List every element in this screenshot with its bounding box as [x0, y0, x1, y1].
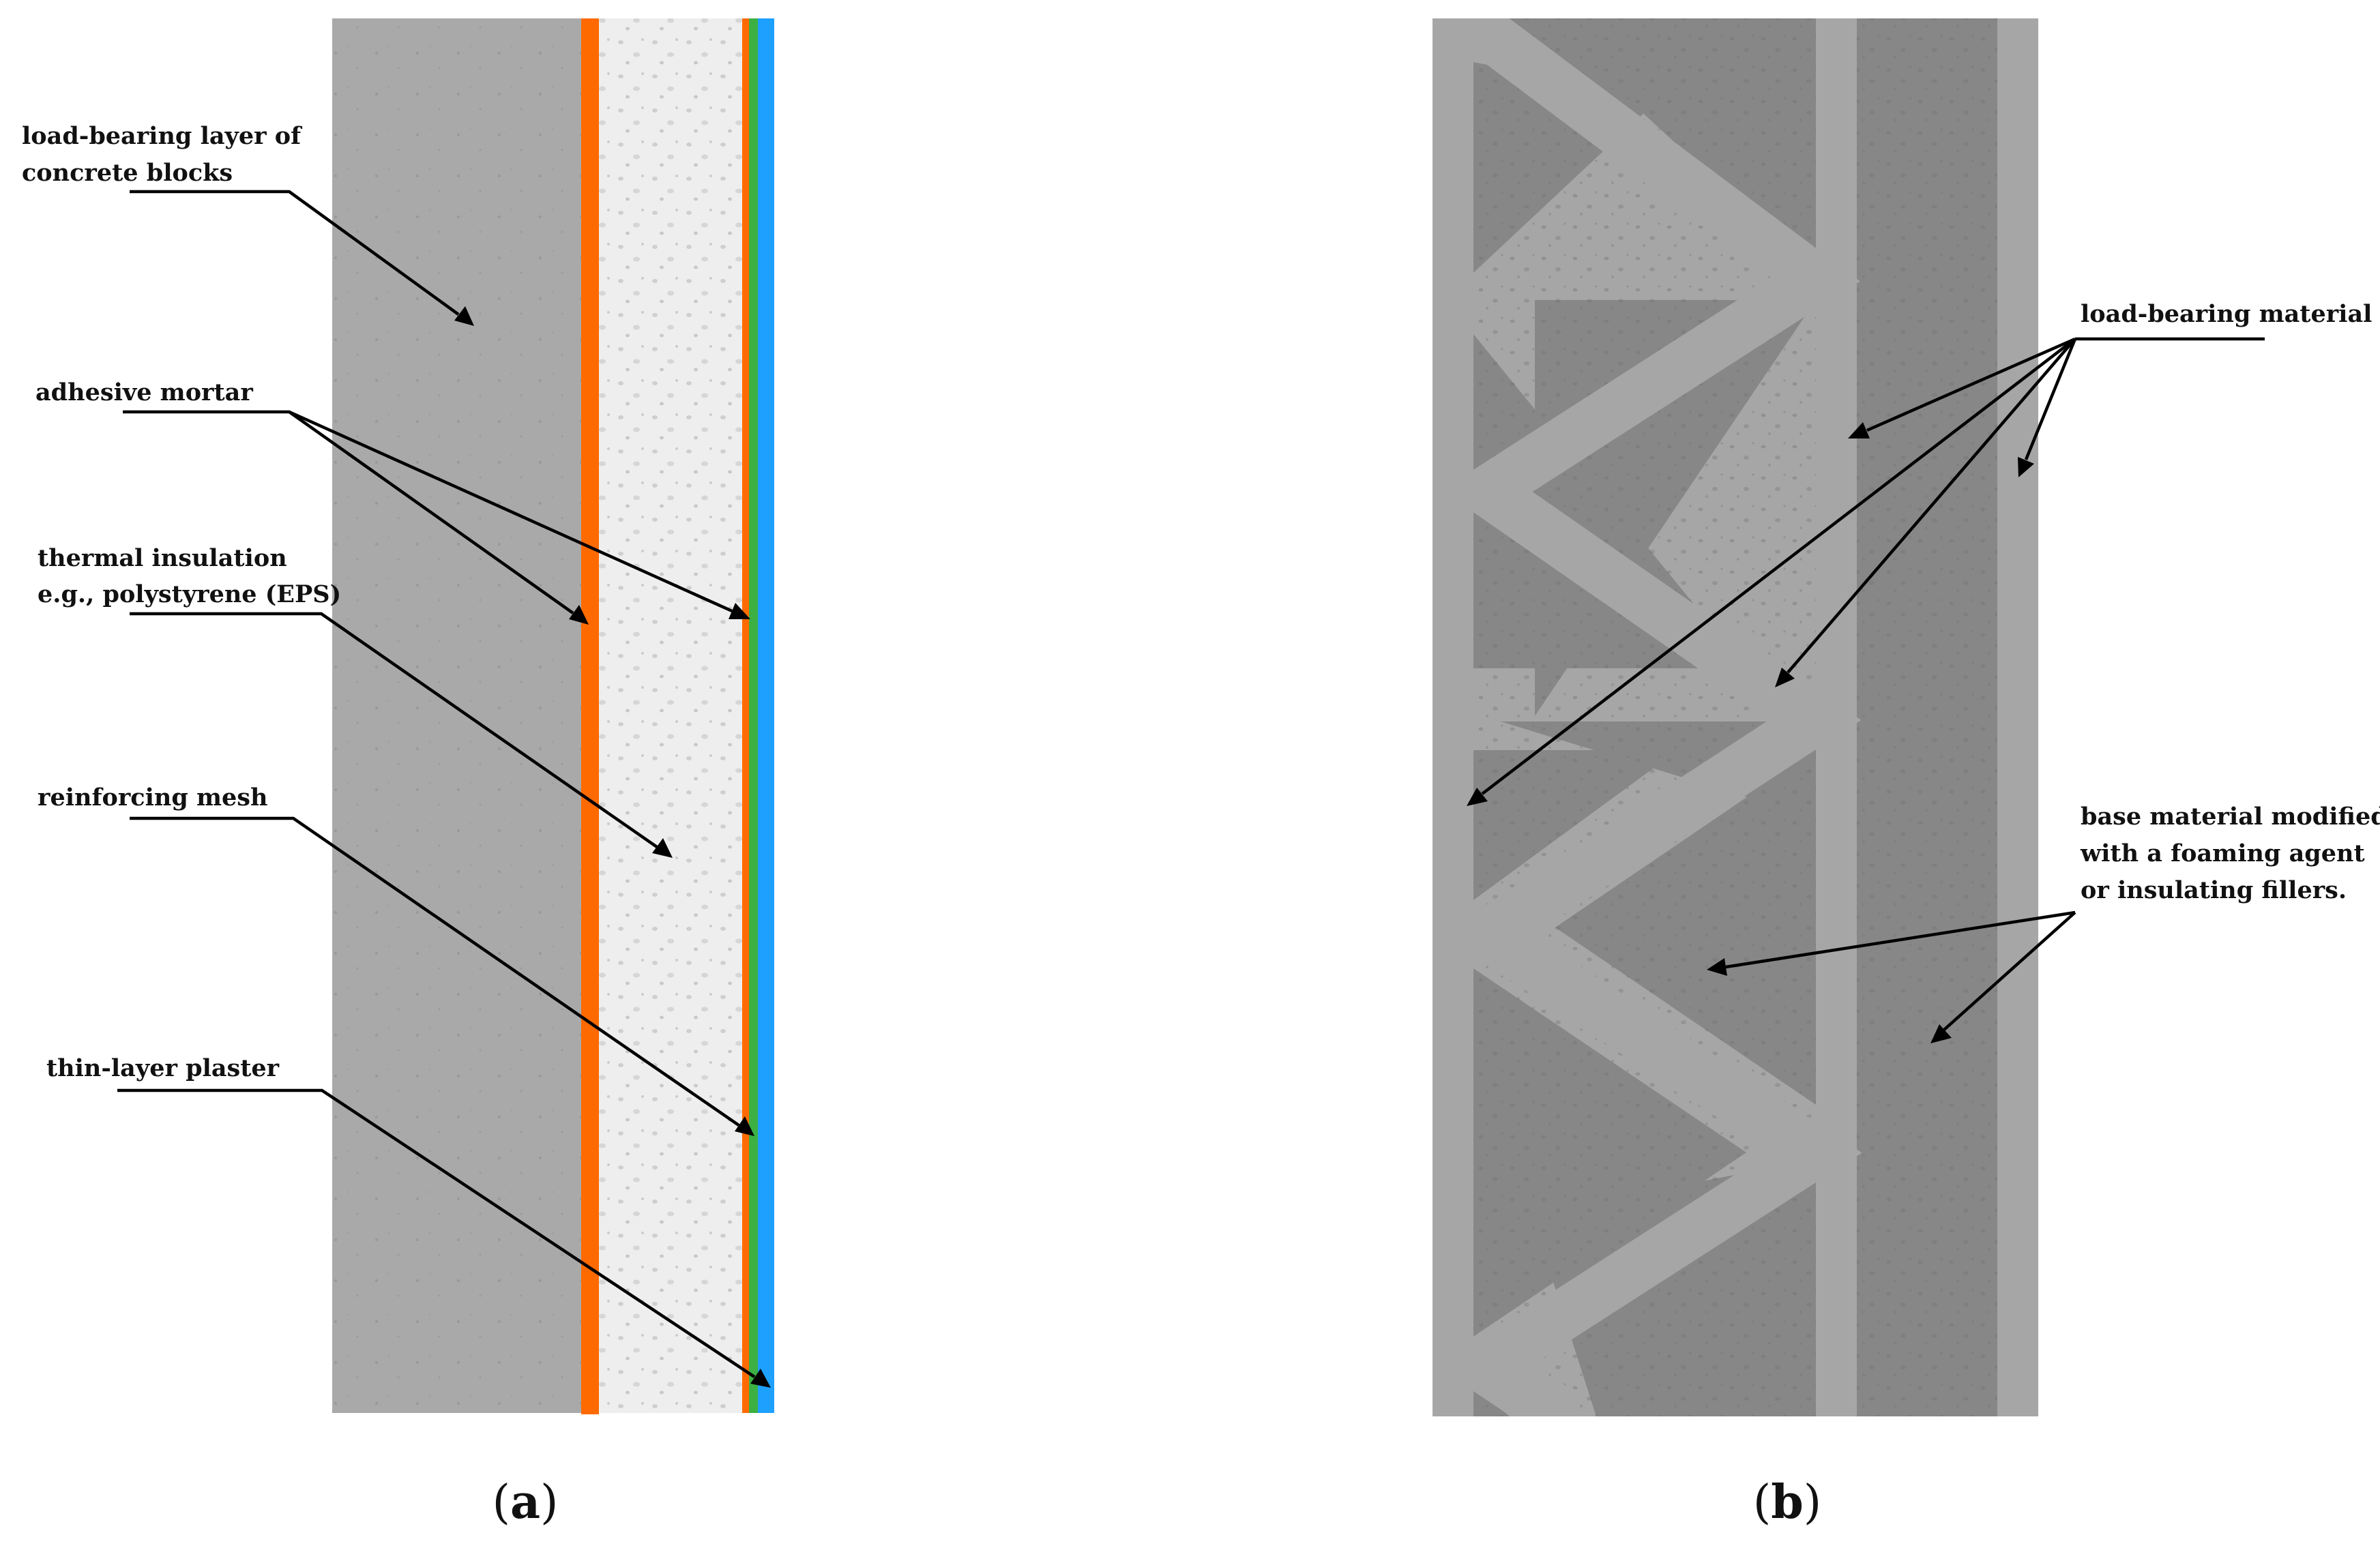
leader-load-bearing-middle-rib — [1866, 337, 2076, 432]
panel-b: load-bearing material base material modi… — [1433, 18, 2380, 1530]
arrowhead-thermal-insulation — [652, 838, 673, 858]
adhesive-mortar-layer-outer — [742, 18, 749, 1413]
leader-load-bearing-left-edge — [1481, 338, 2076, 795]
label-base-material-line3: or insulating fillers. — [2081, 876, 2347, 904]
arrowhead-reinforcing-mesh — [735, 1116, 754, 1136]
arrowhead-adhesive-mortar-inner — [569, 605, 589, 625]
leader-thermal-insulation — [130, 612, 658, 848]
label-base-material-line1: base material modified — [2081, 803, 2380, 831]
label-adhesive-mortar: adhesive mortar — [35, 378, 253, 406]
load-bearing-rib-middle — [1816, 18, 1857, 1416]
leader-reinforcing-mesh — [130, 816, 740, 1127]
leader-thin-layer-plaster — [117, 1088, 756, 1378]
label-thin-layer-plaster: thin-layer plaster — [46, 1054, 280, 1082]
plaster-layer — [758, 18, 774, 1413]
label-base-material-line2: with a foaming agent — [2080, 839, 2365, 867]
insulation-texture — [599, 18, 742, 1413]
load-bearing-edge-right — [1997, 18, 2038, 1416]
load-bearing-edge-left — [1433, 18, 1473, 1416]
leader-load-bearing-right-edge — [2024, 338, 2077, 460]
label-thermal-insulation-line2: e.g., polystyrene (EPS) — [38, 580, 341, 608]
leader-adhesive-mortar-outer — [289, 410, 733, 613]
label-thermal-insulation-line1: thermal insulation — [38, 544, 287, 572]
caption-a: (a) — [492, 1475, 558, 1530]
leader-base-material-triangle — [1725, 910, 2076, 969]
label-load-bearing-material: load-bearing material — [2081, 300, 2372, 328]
leader-load-bearing — [130, 190, 460, 316]
label-reinforcing-mesh: reinforcing mesh — [38, 784, 267, 812]
arrowhead-adhesive-mortar-outer — [729, 603, 750, 619]
concrete-block-texture — [332, 18, 581, 1413]
arrowhead-thin-layer-plaster — [750, 1369, 771, 1388]
leader-base-material-strip — [1943, 911, 2076, 1031]
reinforcing-mesh-layer — [749, 18, 758, 1413]
arrowhead-load-bearing — [454, 306, 474, 326]
arrowhead-load-bearing-left-edge — [1467, 788, 1488, 806]
label-load-bearing-line2: concrete blocks — [22, 159, 233, 187]
panel-a: load-bearing layer of concrete blocks ad… — [22, 18, 774, 1530]
leader-load-bearing-zigzag — [1787, 338, 2076, 674]
caption-b: (b) — [1753, 1475, 1822, 1530]
label-load-bearing-line1: load-bearing layer of — [22, 122, 302, 150]
arrowhead-load-bearing-right-edge — [2018, 457, 2034, 477]
arrowhead-load-bearing-zigzag — [1775, 668, 1795, 687]
adhesive-mortar-layer-inner — [581, 18, 599, 1414]
arrowhead-base-material-strip — [1930, 1024, 1952, 1043]
panel-b-core — [1433, 18, 2038, 1416]
arrowhead-base-material-triangle — [1707, 958, 1727, 976]
arrowhead-load-bearing-middle-rib — [1848, 422, 1870, 438]
